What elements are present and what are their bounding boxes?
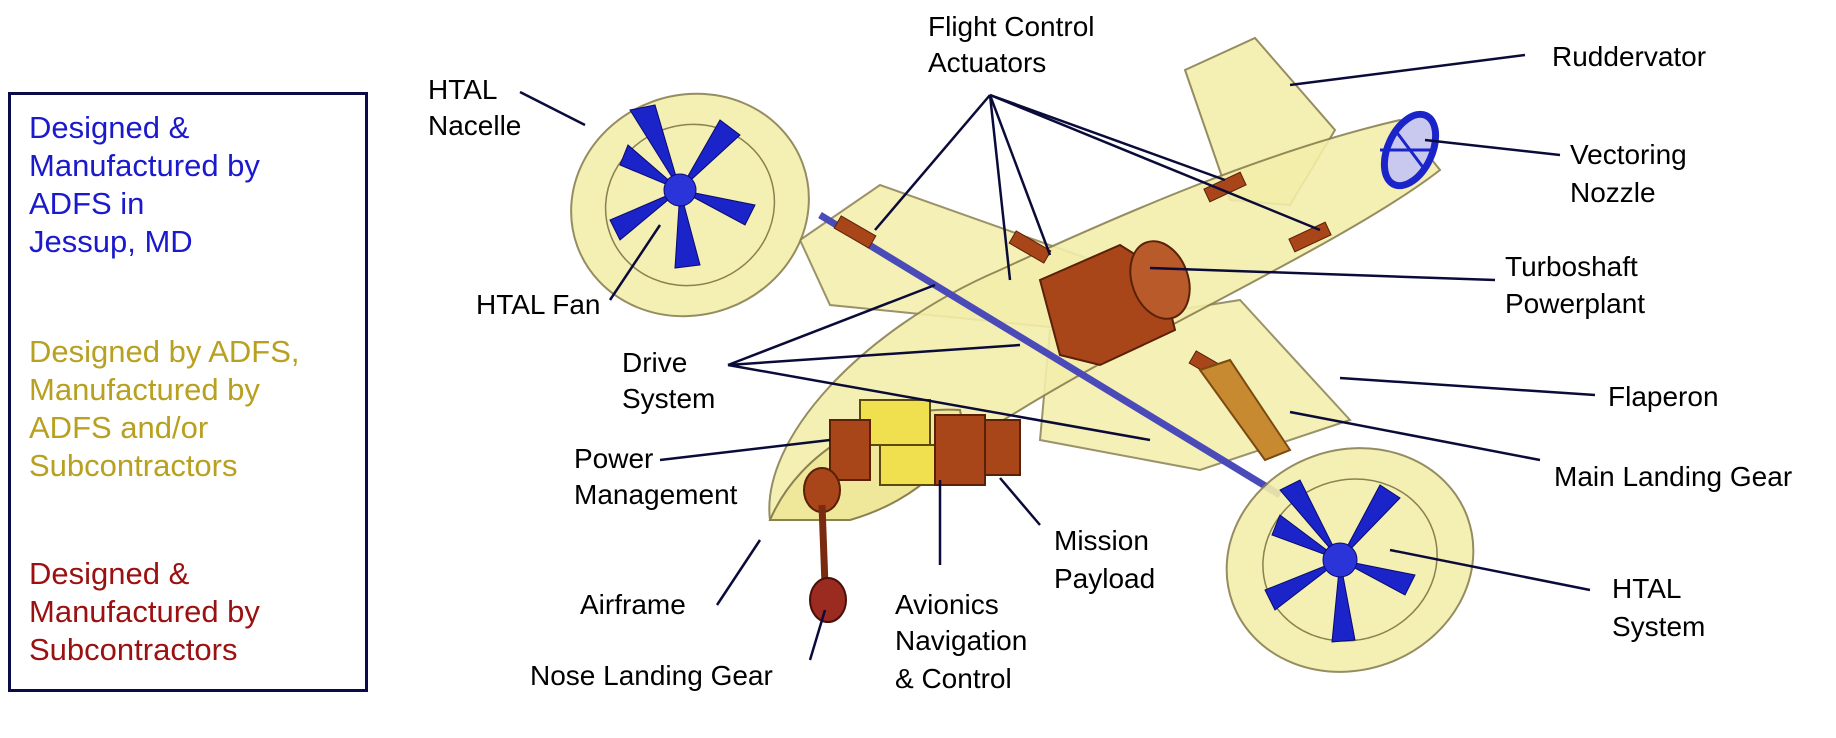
drive-shaft (818, 212, 1282, 498)
actuator-1 (833, 215, 877, 249)
turboshaft-engine (1038, 240, 1191, 367)
legend-adfs-subcontractors: Designed by ADFS, Manufactured by ADFS a… (29, 334, 300, 483)
label-htal-nacelle: HTAL Nacelle (428, 74, 521, 141)
htal-fan-left (609, 104, 756, 269)
label-flight-control-actuators: Flight Control Actuators (928, 11, 1102, 78)
legend-adfs: Designed & Manufactured by ADFS in Jessu… (29, 110, 260, 259)
label-main-landing-gear: Main Landing Gear (1554, 461, 1792, 492)
htal-fan-right (1264, 479, 1416, 643)
label-htal-system: HTAL System (1612, 573, 1705, 642)
aircraft-illustration (570, 36, 1475, 673)
main-landing-gear-strut (1198, 358, 1292, 462)
avionics-boxes (829, 399, 1021, 486)
vectoring-nozzle (1380, 110, 1440, 190)
label-avionics: Avionics Navigation & Control (895, 589, 1035, 694)
callout-labels: Flight Control Actuators HTAL Nacelle HT… (428, 11, 1792, 694)
actuator-4 (1288, 221, 1332, 253)
label-vectoring-nozzle: Vectoring Nozzle (1570, 139, 1695, 208)
label-airframe: Airframe (580, 589, 686, 620)
leader-lines (519, 53, 1596, 661)
legend-subcontractors: Designed & Manufactured by Subcontractor… (29, 556, 260, 667)
label-htal-fan: HTAL Fan (476, 289, 600, 320)
legend-box: Designed & Manufactured by ADFS in Jessu… (8, 92, 368, 692)
nose-landing-gear (803, 467, 847, 623)
label-drive-system: Drive System (622, 347, 715, 414)
actuator-2 (1008, 230, 1052, 264)
label-nose-landing-gear: Nose Landing Gear (530, 660, 773, 691)
label-turboshaft-powerplant: Turboshaft Powerplant (1505, 251, 1646, 319)
label-mission-payload: Mission Payload (1054, 525, 1157, 594)
label-power-management: Power Management (574, 443, 738, 510)
label-ruddervator: Ruddervator (1552, 41, 1706, 72)
label-flaperon: Flaperon (1608, 381, 1719, 412)
